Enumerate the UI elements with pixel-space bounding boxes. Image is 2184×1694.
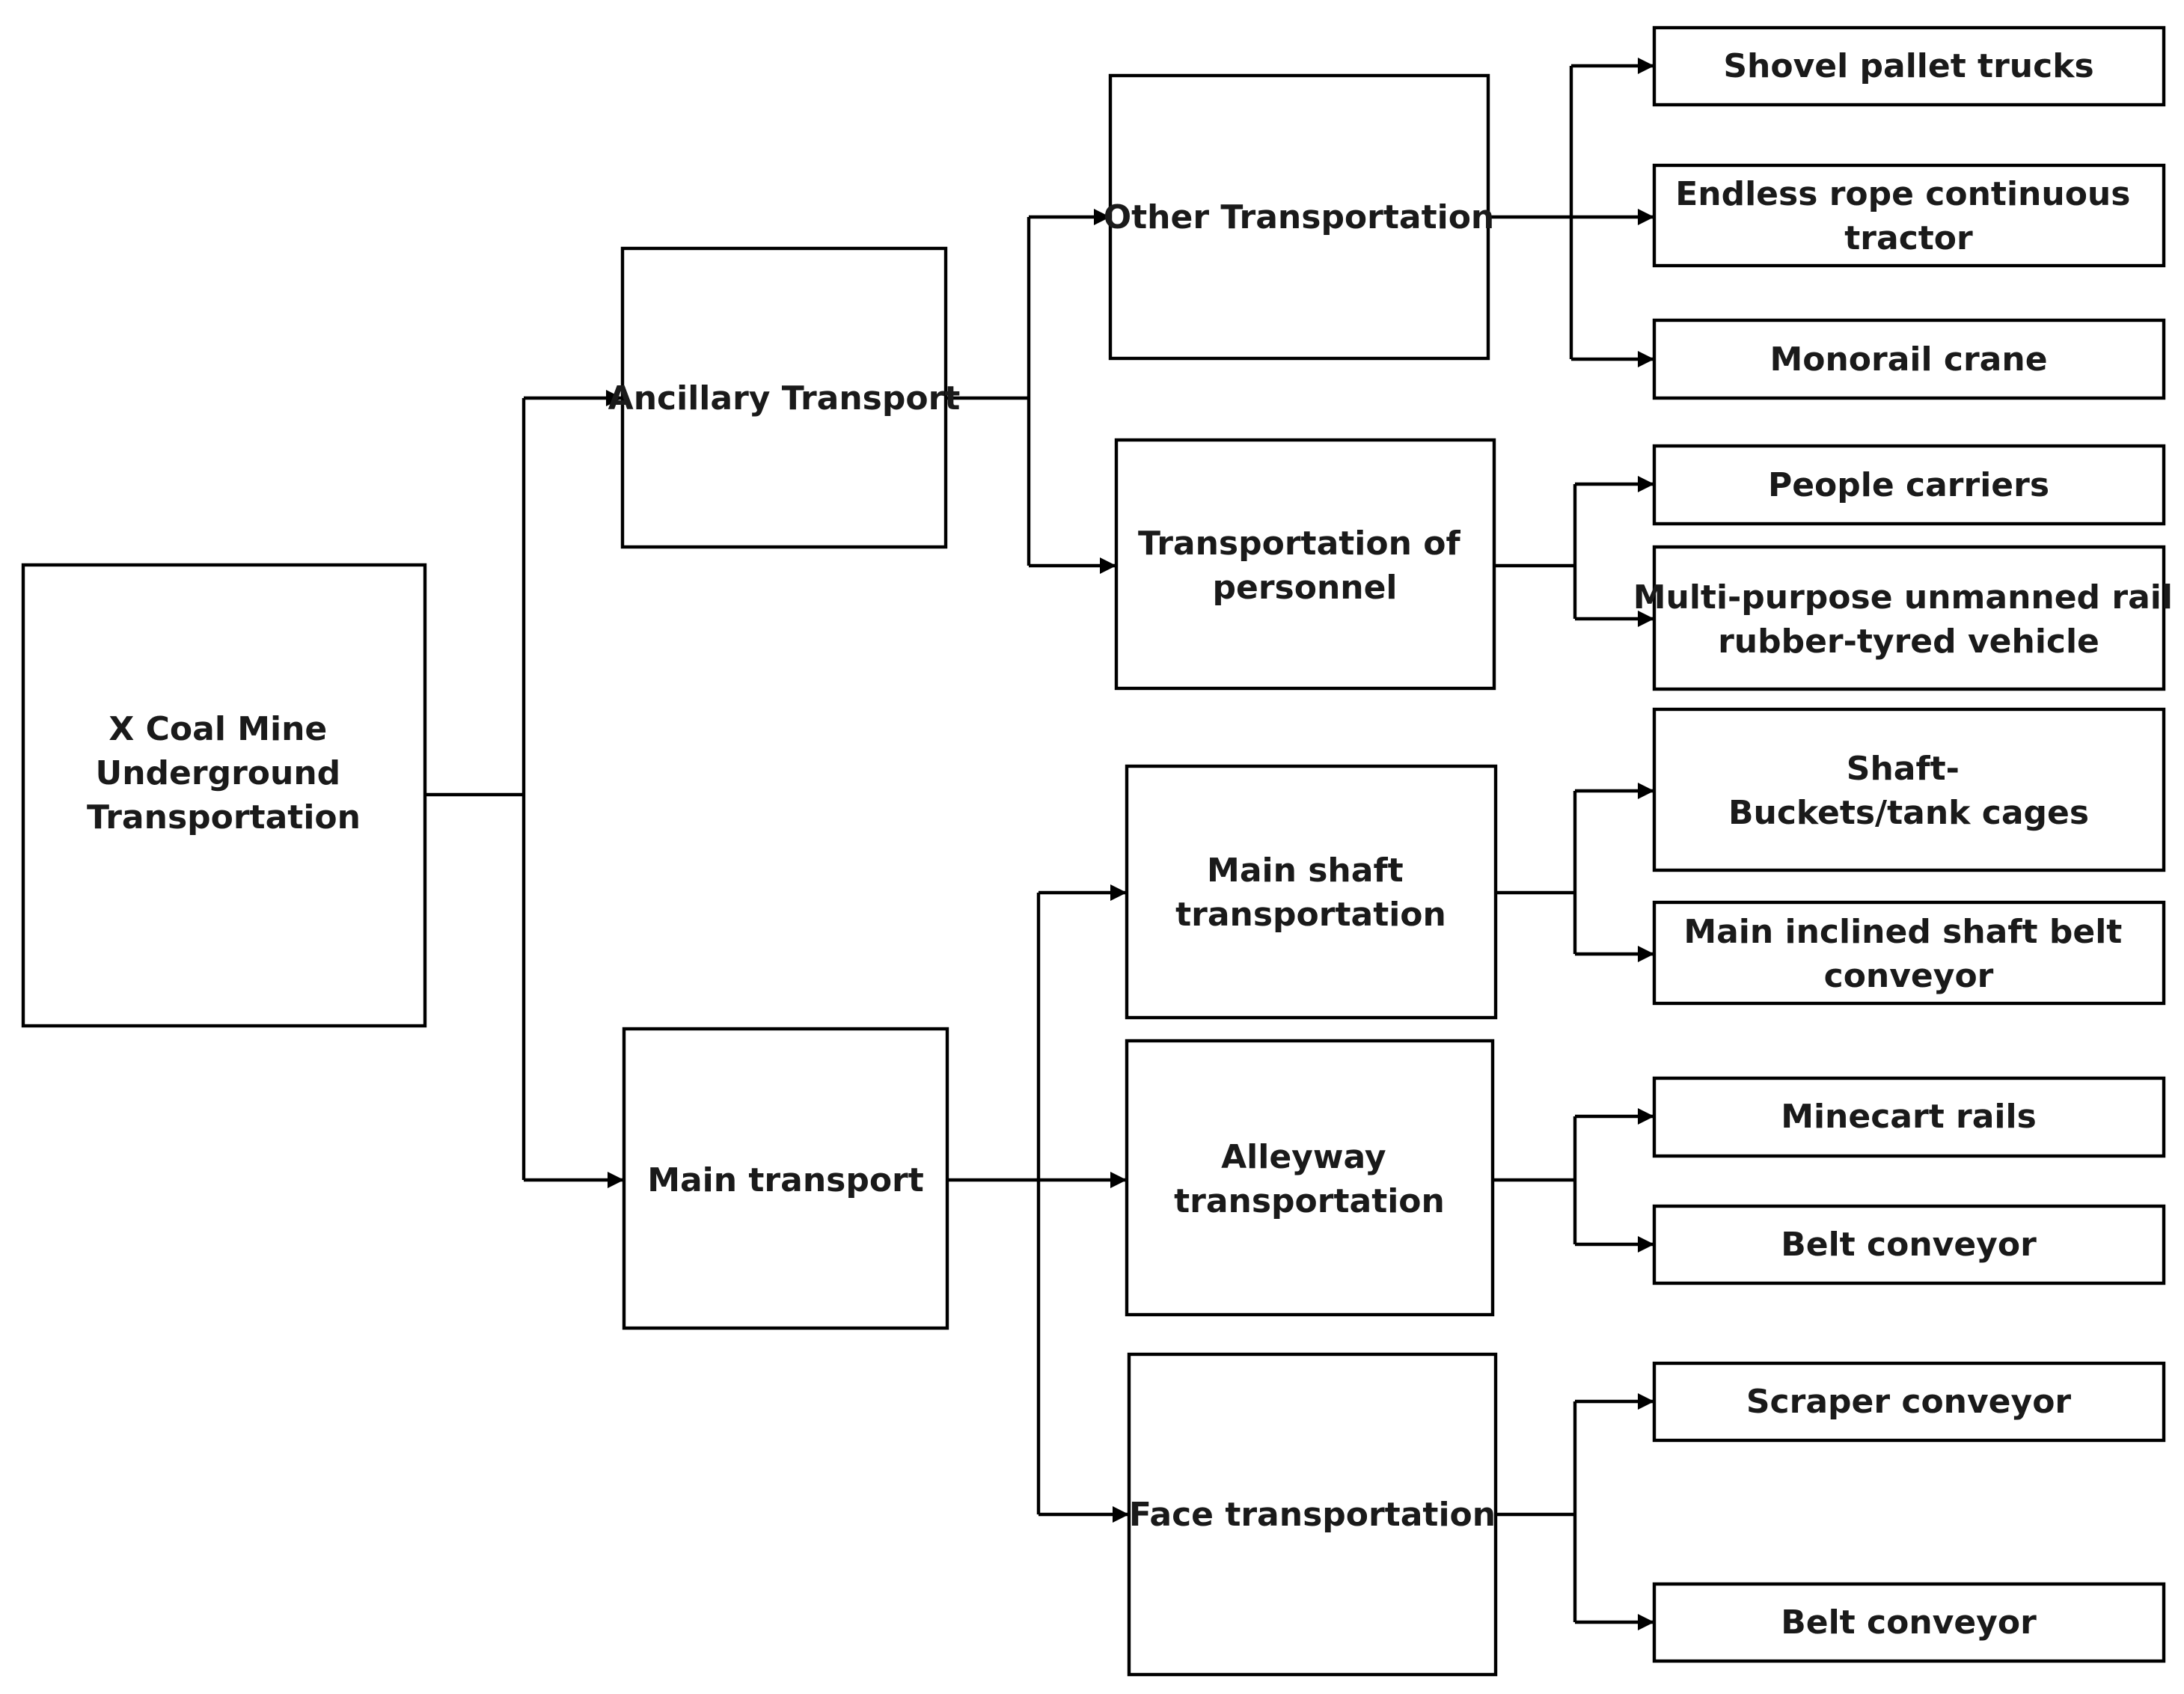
nodes: X Coal Mine Underground Transportation A… <box>21 25 2184 1677</box>
connector-root-trunk <box>425 398 526 1180</box>
leaf-main-inclined-shaft-belt-conveyor: Main inclined shaft belt conveyor <box>1652 900 2166 1006</box>
node-root-label: X Coal Mine Underground Transportation <box>87 710 361 837</box>
connector-main-trunk <box>947 893 1041 1514</box>
leaf-scraper-conveyor-label: Scraper conveyor <box>1746 1383 2072 1421</box>
node-ancillary-transport-label: Ancillary Transport <box>608 379 961 418</box>
leaf-endless-rope-tractor: Endless rope continuous tractor <box>1652 163 2166 268</box>
connector-ancillary-trunk <box>946 217 1031 566</box>
node-main-transport: Main transport <box>622 1027 949 1330</box>
leaf-main-inclined-shaft-belt-conveyor-label: Main inclined shaft belt conveyor <box>1683 913 2133 995</box>
leaf-multi-purpose-vehicle-label: Multi-purpose unmanned rail rubber-tyred… <box>1633 578 2184 661</box>
connector-other-trunk <box>1488 66 1573 359</box>
leaf-people-carriers: People carriers <box>1652 444 2166 526</box>
leaf-minecart-rails-label: Minecart rails <box>1781 1098 2037 1136</box>
leaf-shaft-buckets-tank-cages: Shaft- Buckets/tank cages <box>1652 707 2166 872</box>
connector-alleyway-trunk <box>1493 1116 1577 1244</box>
leaf-minecart-rails: Minecart rails <box>1652 1076 2166 1158</box>
node-alleyway-transportation: Alleyway transportation <box>1125 1039 1495 1317</box>
leaf-alleyway-belt-conveyor: Belt conveyor <box>1652 1204 2166 1285</box>
node-main-shaft-transportation: Main shaft transportation <box>1125 764 1498 1020</box>
leaf-shaft-buckets-tank-cages-label: Shaft- Buckets/tank cages <box>1728 750 2089 832</box>
connector-personnel-trunk <box>1494 484 1577 619</box>
connector-main-shaft-trunk <box>1496 791 1577 954</box>
leaf-people-carriers-label: People carriers <box>1768 466 2049 504</box>
node-root: X Coal Mine Underground Transportation <box>21 563 427 1028</box>
leaf-endless-rope-tractor-label: Endless rope continuous tractor <box>1675 175 2142 257</box>
leaf-monorail-crane: Monorail crane <box>1652 318 2166 400</box>
node-face-transportation-label: Face transportation <box>1129 1496 1496 1534</box>
node-other-transportation-label: Other Transportation <box>1104 198 1495 236</box>
leaf-alleyway-belt-conveyor-label: Belt conveyor <box>1781 1226 2037 1264</box>
leaf-face-belt-conveyor-label: Belt conveyor <box>1781 1603 2037 1642</box>
leaf-shovel-pallet-trucks-label: Shovel pallet trucks <box>1723 47 2093 85</box>
node-transportation-of-personnel: Transportation of personnel <box>1114 438 1496 691</box>
node-face-transportation: Face transportation <box>1127 1352 1498 1677</box>
node-other-transportation: Other Transportation <box>1104 73 1495 361</box>
leaf-monorail-crane-label: Monorail crane <box>1769 340 2047 379</box>
leaf-face-belt-conveyor: Belt conveyor <box>1652 1582 2166 1663</box>
node-main-shaft-transportation-label: Main shaft transportation <box>1175 851 1446 934</box>
connectors <box>425 58 1654 1630</box>
leaf-scraper-conveyor: Scraper conveyor <box>1652 1361 2166 1443</box>
connector-face-trunk <box>1496 1401 1577 1622</box>
node-main-transport-label: Main transport <box>647 1161 924 1199</box>
node-ancillary-transport: Ancillary Transport <box>608 246 961 549</box>
node-transportation-of-personnel-label: Transportation of personnel <box>1138 525 1472 607</box>
leaf-shovel-pallet-trucks: Shovel pallet trucks <box>1652 25 2166 107</box>
node-alleyway-transportation-label: Alleyway transportation <box>1174 1138 1445 1220</box>
leaf-multi-purpose-vehicle: Multi-purpose unmanned rail rubber-tyred… <box>1633 545 2184 691</box>
